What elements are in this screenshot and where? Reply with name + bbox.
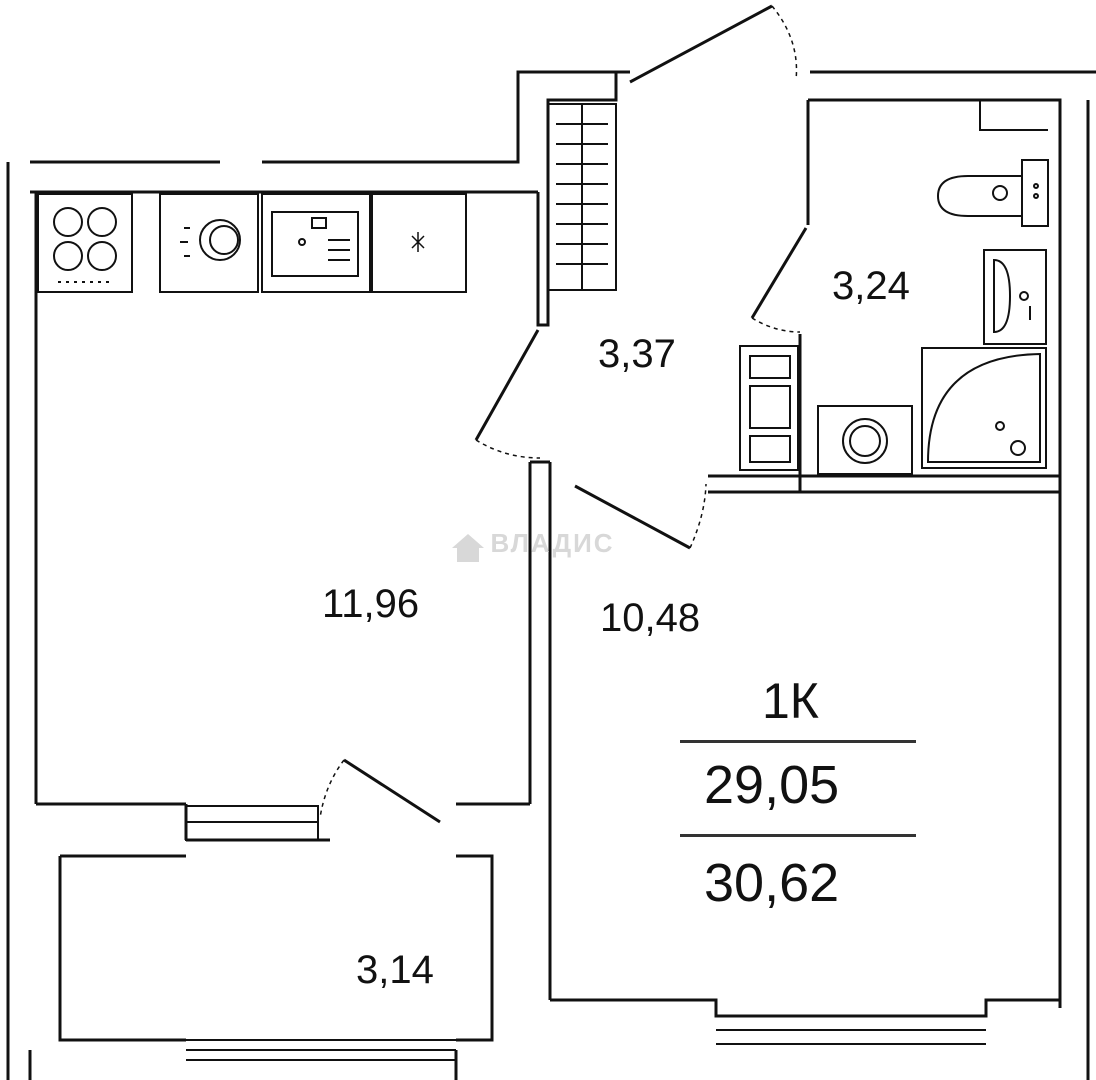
wardrobe <box>547 103 617 291</box>
kitchen-area: 11,96 <box>322 582 420 626</box>
shower-icon <box>921 347 1047 469</box>
stove-icon <box>37 193 133 293</box>
living-area-total: 29,05 <box>704 755 840 815</box>
door-entrance-arc <box>771 5 798 81</box>
balcony-area: 3,14 <box>356 948 434 992</box>
total-area: 30,62 <box>704 853 840 913</box>
summary-divider-2 <box>680 834 916 837</box>
washing-machine-icon <box>817 405 913 475</box>
bathroom-area: 3,24 <box>832 264 910 308</box>
wall-living-bottom <box>550 998 1060 1018</box>
wall-hall-left <box>536 72 618 327</box>
living-area: 10,48 <box>600 596 701 640</box>
door-bath-arc <box>751 317 801 333</box>
wall-balcony <box>58 854 494 1042</box>
door-entrance <box>629 4 773 84</box>
apartment-type: 1К <box>762 673 819 729</box>
watermark: ВЛАДИС <box>450 528 615 564</box>
window-balcony <box>186 1039 456 1061</box>
window-kitchen <box>185 805 319 841</box>
door-hall-arc <box>475 439 541 459</box>
sink-icon <box>261 193 371 293</box>
door-balcony-arc <box>319 759 345 819</box>
window-living <box>716 1015 986 1045</box>
watermark-text: ВЛАДИС <box>490 528 615 558</box>
hall-area: 3,37 <box>598 332 676 376</box>
door-balcony <box>343 758 441 824</box>
washbasin-icon <box>983 249 1047 345</box>
wall-left <box>6 162 38 1080</box>
door-living-arc <box>689 483 707 549</box>
house-icon <box>452 533 484 562</box>
wall-bath-left <box>708 100 1060 494</box>
wall-balcony-outer <box>28 1050 458 1080</box>
door-hall <box>474 329 540 441</box>
cabinet-icon <box>371 193 467 293</box>
shelf-icon <box>739 345 799 471</box>
dishwasher-icon <box>159 193 259 293</box>
door-living <box>574 484 691 550</box>
wall-partition <box>528 460 552 1000</box>
door-bath <box>750 227 808 319</box>
wall-top-left <box>30 70 630 164</box>
summary-divider-1 <box>680 740 916 743</box>
wall-bath-top <box>808 98 1062 1008</box>
toilet-icon <box>936 100 1049 227</box>
